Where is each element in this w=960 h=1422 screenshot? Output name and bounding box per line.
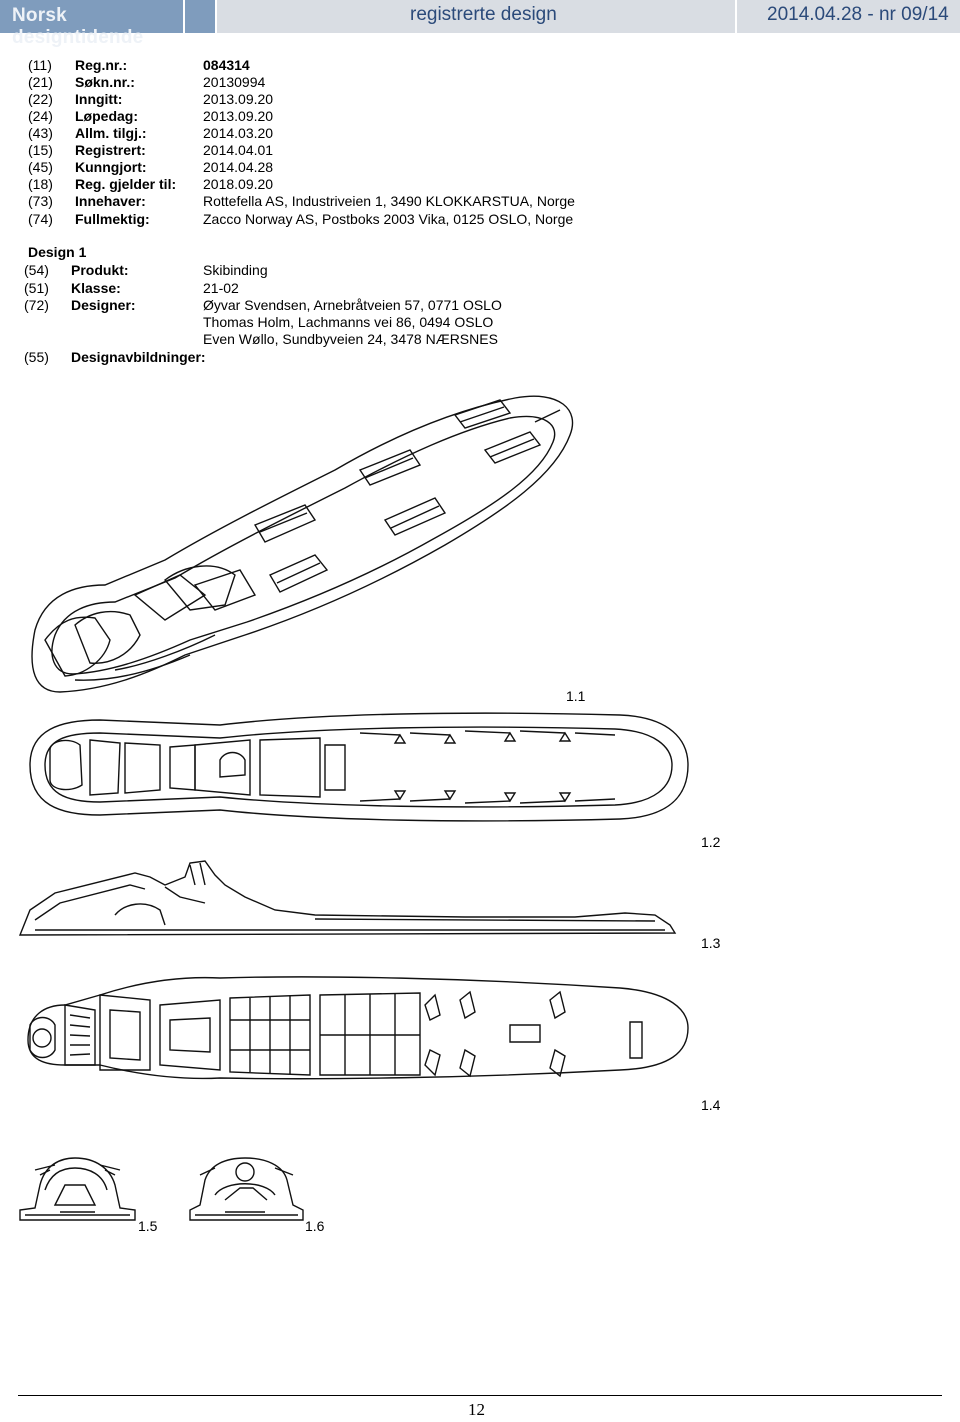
field-value: 21-02: [203, 280, 239, 296]
figure-label: 1.5: [138, 1218, 158, 1234]
field-label: Fullmektig:: [75, 211, 150, 227]
field-label: Registrert:: [75, 142, 146, 158]
field-value: Skibinding: [203, 262, 268, 278]
inid-code: (18): [28, 176, 53, 192]
figure-1-2-top-view-drawing: [29, 712, 689, 822]
design-title: Design 1: [28, 244, 87, 260]
inid-code: (51): [24, 280, 49, 296]
inid-code: (72): [24, 297, 49, 313]
field-value: 2014.03.20: [203, 125, 274, 141]
field-value: Rottefella AS, Industriveien 1, 3490 KLO…: [203, 193, 575, 209]
field-label: Designavbildninger:: [71, 349, 206, 365]
field-label: Allm. tilgj.:: [75, 125, 147, 141]
inid-code: (45): [28, 159, 53, 175]
field-label: Reg.nr.:: [75, 57, 128, 73]
page-header: Norsk designtidende registrerte design 2…: [0, 0, 960, 48]
figure-1-3-side-view-drawing: [18, 860, 677, 936]
page-number: 12: [468, 1400, 485, 1419]
inid-code: (24): [28, 108, 53, 124]
figure-1-5-front-view-drawing: [19, 1157, 136, 1221]
field-value: 2013.09.20: [203, 91, 274, 107]
figure-1-4-bottom-view-drawing: [27, 976, 689, 1080]
figure-label: 1.3: [701, 935, 721, 951]
inid-code: (22): [28, 91, 53, 107]
field-value: 2014.04.01: [203, 142, 274, 158]
inid-code: (43): [28, 125, 53, 141]
designer-name: Øyvar Svendsen, Arnebråtveien 57, 0771 O…: [203, 297, 502, 313]
field-label: Løpedag:: [75, 108, 138, 124]
field-label: Kunngjort:: [75, 159, 147, 175]
field-label: Inngitt:: [75, 91, 123, 107]
figure-label: 1.4: [701, 1097, 721, 1113]
publication-logo: Norsk designtidende: [0, 0, 185, 48]
figure-label: 1.6: [305, 1218, 325, 1234]
publication-name: Norsk designtidende: [12, 5, 144, 48]
header-band-middle: [217, 0, 735, 33]
inid-code: (21): [28, 74, 53, 90]
field-label: Reg. gjelder til:: [75, 176, 177, 192]
inid-code: (55): [24, 349, 49, 365]
inid-code: (73): [28, 193, 53, 209]
section-title: registrerte design: [410, 4, 557, 25]
footer-rule: [18, 1395, 942, 1396]
field-value: 20130994: [203, 74, 266, 90]
header-band-right: [737, 0, 960, 33]
field-value: 084314: [203, 57, 250, 73]
designer-name: Even Wøllo, Sundbyveien 24, 3478 NÆRSNES: [203, 331, 498, 347]
field-label: Klasse:: [71, 280, 121, 296]
issue-date: 2014.04.28 - nr 09/14: [767, 4, 949, 25]
field-value: Zacco Norway AS, Postboks 2003 Vika, 012…: [203, 211, 574, 227]
field-value: 2013.09.20: [203, 108, 274, 124]
inid-code: (11): [28, 57, 52, 73]
inid-code: (74): [28, 211, 53, 227]
field-label: Innehaver:: [75, 193, 146, 209]
header-band: [185, 0, 215, 33]
figure-1-6-rear-view-drawing: [189, 1157, 304, 1221]
inid-code: (54): [24, 262, 49, 278]
field-label: Søkn.nr.:: [75, 74, 135, 90]
figure-1-1-perspective-drawing: [31, 395, 574, 693]
figure-label: 1.1: [566, 688, 586, 704]
field-label: Produkt:: [71, 262, 129, 278]
field-label: Designer:: [71, 297, 136, 313]
figure-label: 1.2: [701, 834, 721, 850]
field-value: 2018.09.20: [203, 176, 274, 192]
designer-name: Thomas Holm, Lachmanns vei 86, 0494 OSLO: [203, 314, 494, 330]
field-value: 2014.04.28: [203, 159, 274, 175]
inid-code: (15): [28, 142, 53, 158]
